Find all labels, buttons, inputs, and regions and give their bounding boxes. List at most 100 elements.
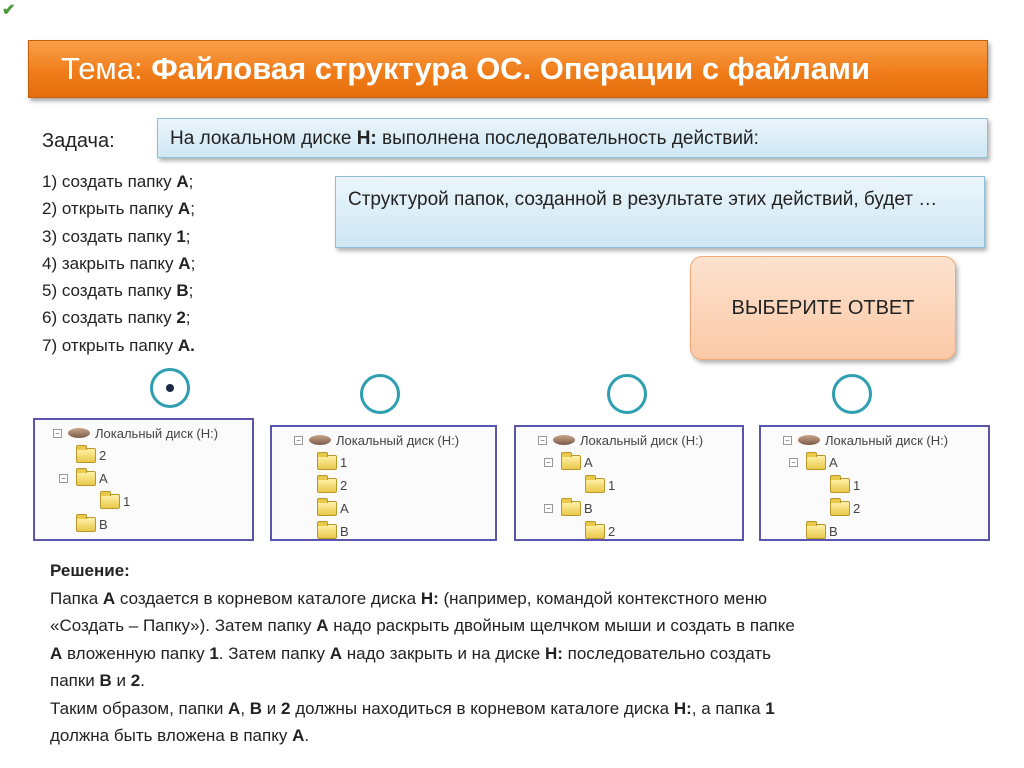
text: последовательно создать [562,643,771,663]
bold-text: A [292,726,305,745]
collapse-icon: − [783,435,792,445]
folder-label: 1 [608,477,616,493]
text: ; [188,172,194,191]
bold-text: B [99,671,112,690]
bold-text: H: [673,698,692,718]
answer-radio-3[interactable] [607,374,647,414]
tree-row: 2 [585,520,615,542]
bold-text: A [176,172,189,191]
choose-answer-button[interactable]: ВЫБЕРИТЕ ОТВЕТ [690,256,956,360]
bold-text: A. [177,335,195,355]
bold-text: 2 [281,698,291,718]
tree-row: B [76,513,108,535]
folder-label: B [99,516,108,532]
drive-label: Локальный диск (H:) [580,432,704,448]
tree-row: −B [544,497,593,519]
tree-row-drive: −Локальный диск (H:) [53,422,218,444]
bold-text: A [178,253,191,273]
question-box: Структурой папок, созданной в результате… [335,176,985,248]
folder-label: 2 [340,477,348,493]
text: и [111,671,131,690]
text: вложенную папку [62,643,210,663]
folder-label: B [340,523,349,539]
answer-radio-4[interactable] [832,374,872,414]
bold-text: 1 [209,643,219,663]
text: ; [188,281,194,301]
solution: Решение: Папка A создается в корневом ка… [50,557,795,750]
drive-icon [309,435,331,445]
solution-line: должна быть вложена в папку A. [50,722,795,750]
drive-label: Локальный диск (H:) [825,432,949,448]
bold-text: H: [544,643,563,663]
folder-label: 2 [608,523,616,539]
solution-line: A вложенную папку 1. Затем папку A надо … [50,640,795,668]
collapse-icon: − [789,457,798,467]
text: , [240,698,250,718]
bold-text: 1 [765,698,775,718]
solution-line: папки B и 2. [50,667,795,695]
folder-icon [806,451,826,470]
bold-text: A [50,643,63,663]
bold-text: A [177,199,191,219]
tree-row-drive: − Локальный диск (H:) [783,429,948,451]
bold-text: A [102,588,116,608]
collapse-icon: − [544,457,553,467]
text: папки [50,671,100,690]
text: 5) создать папку [42,281,177,301]
folder-icon [317,520,337,539]
folder-icon [561,451,581,470]
title-prefix: Тема: [61,51,152,86]
text: Папка [50,588,103,608]
text: , а папка [691,698,766,718]
text: На локальном диске [170,128,357,149]
folder-icon [76,467,96,486]
drive-icon [553,435,575,445]
folder-label: A [829,454,838,470]
tree-row: 2 [830,497,860,519]
text: 3) создать папку [42,226,177,246]
tree-row: A [317,497,349,519]
text: . [140,671,145,690]
text: создается в корневом каталоге диска [115,588,421,608]
folder-label: A [584,454,593,470]
bold-text: H: [420,588,439,608]
folder-label: 2 [99,447,107,463]
folder-icon [830,497,850,516]
bold-text: B [249,698,263,718]
text: ; [185,226,191,246]
tree-row: B [317,520,349,542]
collapse-icon: − [53,428,62,438]
checkmark-icon: ✔ [2,2,16,19]
step-item: 3) создать папку 1; [42,223,195,250]
folder-label: A [99,470,108,486]
tree-row: 2 [76,444,106,466]
answer-radio-1[interactable] [150,368,190,408]
text: должны находиться в корневом каталоге ди… [290,698,674,718]
task-label: Задача: [42,130,115,152]
text: «Создать – Папку»). Затем папку [50,616,317,635]
solution-line: «Создать – Папку»). Затем папку A надо р… [50,612,795,640]
text: . [304,726,310,745]
slide-title: Тема: Файловая структура ОС. Операции с … [28,40,988,98]
bold-text: 1 [176,226,186,246]
folder-icon [317,497,337,516]
radio-selected-dot [166,384,174,392]
bold-text: 2 [176,308,186,328]
folder-label: 1 [853,477,861,493]
step-item: 4) закрыть папку A; [42,250,195,277]
text: 7) открыть папку [42,335,178,355]
collapse-icon: − [59,473,68,483]
tree-row: 1 [100,490,130,512]
tree-row-drive: −Локальный диск (H:) [294,429,459,451]
text: должна быть вложена в папку [50,726,293,745]
bold-text: H: [356,128,377,149]
folder-icon [76,513,96,532]
folder-icon [830,474,850,493]
answer-radio-2[interactable] [360,374,400,414]
folder-label: 1 [123,493,131,509]
text: ; [185,308,191,328]
